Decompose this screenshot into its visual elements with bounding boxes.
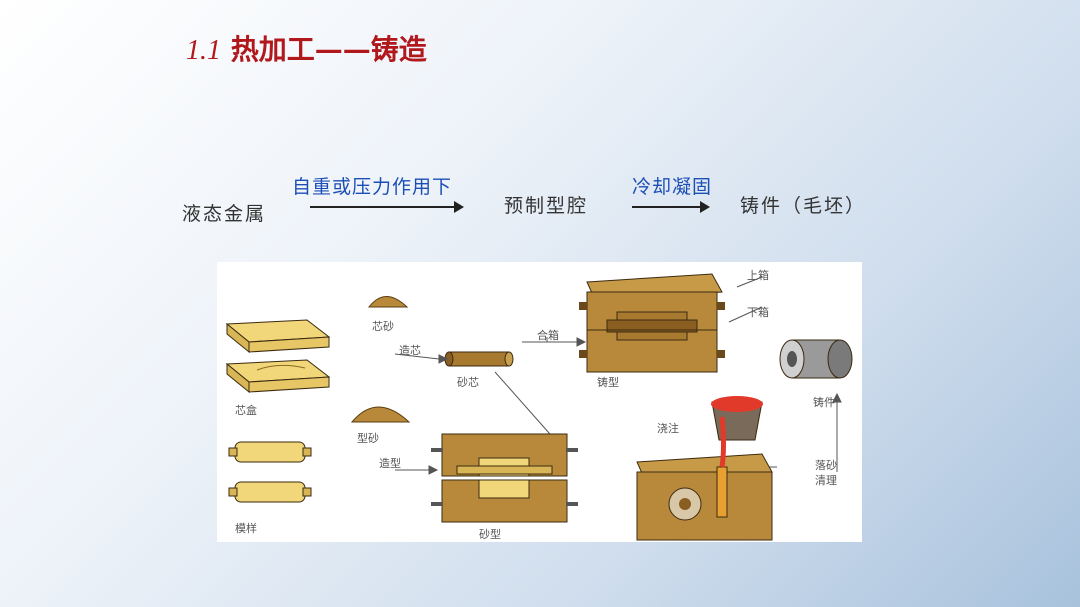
flow-step1-label: 自重或压力作用下 [292, 176, 453, 198]
casting-mold-illustration [579, 273, 725, 373]
label-core-making: 造芯 [399, 344, 421, 357]
label-pouring: 浇注 [657, 422, 679, 435]
page-title: 1.1 热加工——铸造 [186, 28, 427, 68]
core-sand-pile [367, 296, 409, 308]
diagram-illustration [225, 273, 853, 541]
process-flow: 液态金属 自重或压力作用下 预制型腔 冷却凝固 铸件（毛坯） [0, 0, 1080, 240]
title-text: 热加工——铸造 [230, 33, 427, 66]
label-shakeout: 落砂 [815, 459, 837, 472]
label-casting-mold: 铸型 [597, 376, 619, 389]
pouring-illustration [636, 396, 773, 541]
core-box-illustration [225, 319, 331, 394]
process-arrows [394, 276, 842, 475]
label-core-box: 芯盒 [235, 404, 257, 417]
sand-mold-illustration [431, 433, 578, 523]
flow-arrow-1 [310, 201, 464, 213]
molding-sand-pile [350, 406, 411, 423]
casting-process-diagram: 上箱 下箱 芯砂 造芯 合箱 砂芯 铸型 芯盒 铸件 型砂 浇注 造型 落砂 清… [217, 262, 862, 542]
label-molding: 造型 [379, 457, 401, 470]
flow-start: 液态金属 [182, 203, 267, 225]
flow-step2-label: 冷却凝固 [632, 176, 713, 198]
label-upper-box: 上箱 [747, 269, 769, 282]
label-sand-mold: 砂型 [479, 528, 501, 541]
flow-middle: 预制型腔 [504, 195, 589, 217]
title-number: 1.1 [186, 35, 221, 66]
label-core-sand: 芯砂 [372, 320, 394, 333]
label-cleaning: 清理 [815, 474, 837, 487]
label-lower-box: 下箱 [747, 306, 769, 319]
label-molding-sand: 型砂 [357, 432, 379, 445]
label-close-box: 合箱 [537, 329, 559, 342]
sand-core-illustration [444, 351, 514, 367]
pattern-illustration [228, 441, 312, 503]
flow-arrow-2 [632, 201, 710, 213]
label-pattern: 模样 [235, 522, 257, 535]
label-sand-core: 砂芯 [457, 376, 479, 389]
flow-end: 铸件（毛坯） [740, 195, 867, 217]
casting-product-illustration [779, 339, 853, 379]
label-casting: 铸件 [813, 396, 835, 409]
